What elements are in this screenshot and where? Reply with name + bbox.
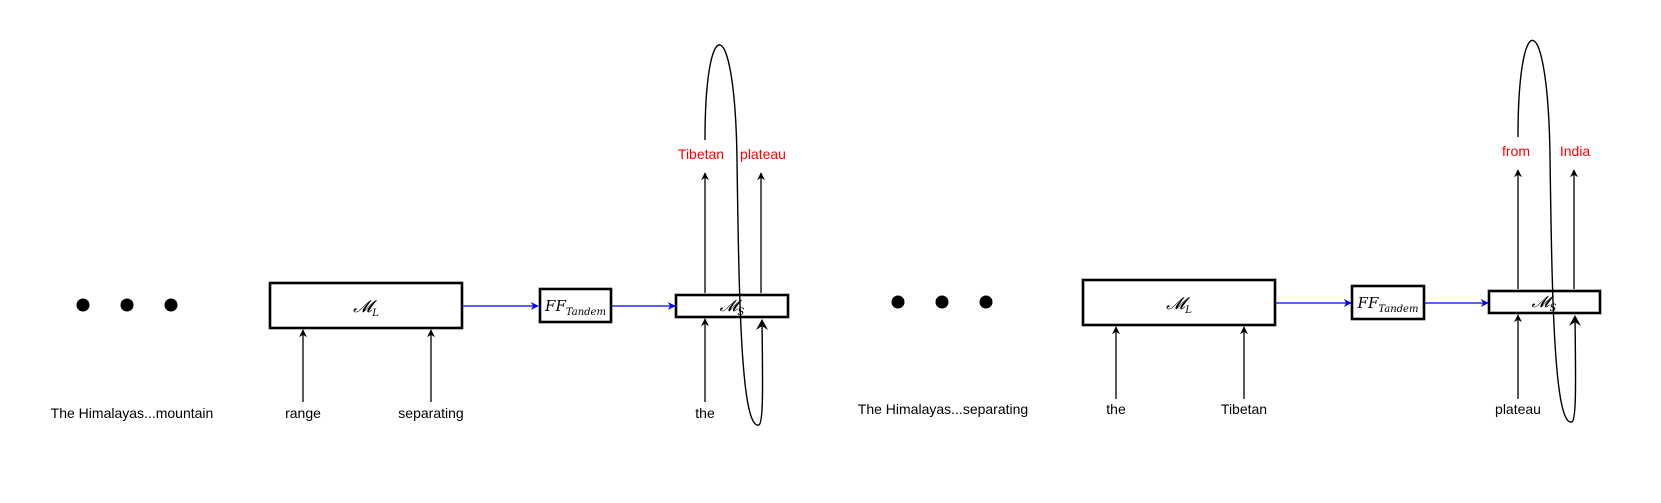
tandem-ff-symbol: FF [1357,294,1379,312]
large-input-token: range [285,405,321,421]
feedback-loop [704,44,764,426]
panel-1: The Himalayas...mountain 𝓜L range separa… [51,44,790,426]
ellipsis-dot [935,295,949,309]
context-label: The Himalayas...separating [858,401,1028,417]
large-model-label: 𝓜L [1166,294,1192,316]
tandem-ff-symbol: FF [544,297,566,315]
tandem-ff-label: FFTandem [544,297,606,318]
large-input-token: separating [398,405,463,421]
large-model-label: 𝓜L [353,297,379,319]
tandem-ff-label: FFTandem [1357,294,1419,315]
ellipsis-dots [76,298,178,312]
ellipsis-dot [979,295,993,309]
tandem-ff-subscript: Tandem [1378,304,1418,315]
feedback-loop [1517,39,1577,423]
small-input-token: the [695,405,715,421]
tandem-ff-subscript: Tandem [566,307,606,318]
tandem-ff-box [1350,284,1426,321]
large-model-subscript: L [1184,305,1192,316]
large-model-box [1081,278,1277,327]
output-token: Tibetan [678,146,724,162]
small-model-box [674,293,790,319]
tandem-ff-box [538,287,613,324]
context-label: The Himalayas...mountain [51,405,214,421]
small-model-box [1487,289,1602,315]
ellipsis-dots [891,295,993,309]
ellipsis-dot [891,295,905,309]
small-model-symbol: 𝓜 [720,296,743,315]
panel-2: The Himalayas...separating 𝓜L the Tibeta… [858,39,1602,423]
small-model-symbol: 𝓜 [1532,292,1555,311]
feedback-loop-arrowhead [756,319,768,330]
ellipsis-dot [120,298,134,312]
large-model-box [268,281,464,330]
large-model-symbol: 𝓜 [1166,294,1190,314]
output-token: India [1560,143,1591,159]
large-model-subscript: L [371,308,379,319]
large-model-symbol: 𝓜 [353,297,377,317]
small-input-token: plateau [1495,401,1541,417]
large-input-token: Tibetan [1221,401,1267,417]
large-input-token: the [1106,401,1126,417]
ellipsis-dot [164,298,178,312]
output-token: plateau [740,146,786,162]
feedback-loop-arrowhead [1569,315,1581,326]
ellipsis-dot [76,298,90,312]
output-token: from [1502,143,1530,159]
